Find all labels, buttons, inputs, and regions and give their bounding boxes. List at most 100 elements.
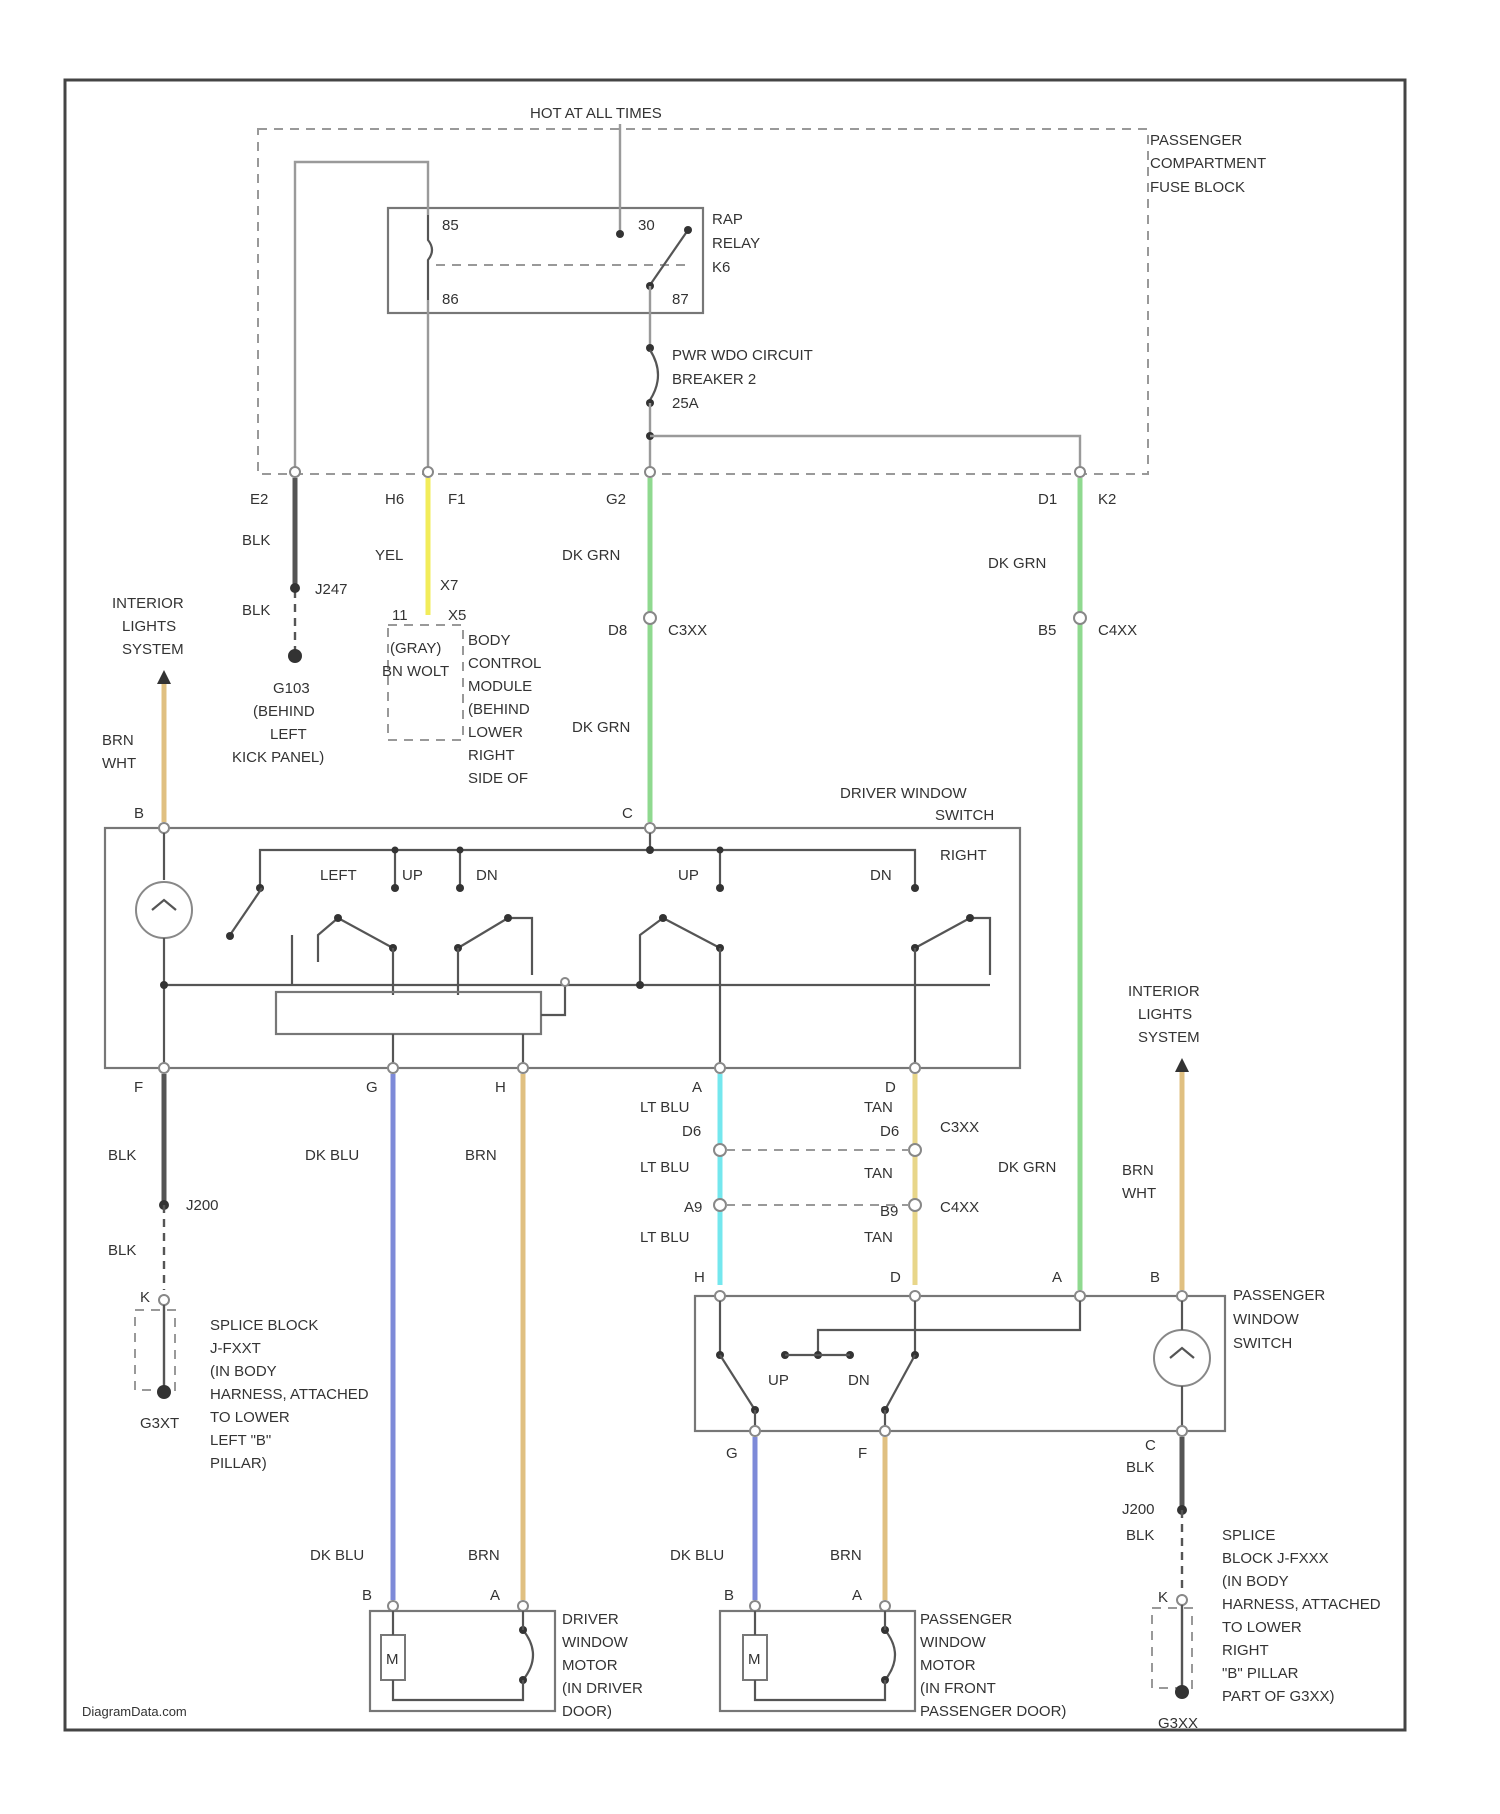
splice-block-passenger: [1152, 1608, 1192, 1688]
bcm-label-left-1: (GRAY): [390, 640, 441, 657]
passenger-motor-label-4: (IN FRONT: [920, 1680, 996, 1697]
interior-lights-2-line2: LIGHTS: [1138, 1006, 1192, 1023]
bcm-pin-x5: X5: [448, 607, 466, 624]
bcm-label-left-2: BN WOLT: [382, 663, 449, 680]
wire-brn-wht-2b: WHT: [1122, 1185, 1156, 1202]
splice-block-passenger-8: PART OF G3XX): [1222, 1688, 1335, 1705]
driver-switch-pin-d: D: [885, 1079, 896, 1096]
cross-wires: LT BLU D6 LT BLU A9 LT BLU TAN D6 C3XX T…: [640, 1074, 1056, 1285]
rap-relay-box: [388, 208, 703, 313]
driver-motor-label-2: WINDOW: [562, 1634, 629, 1651]
passenger-motor-pin-b: B: [724, 1587, 734, 1604]
passenger-pin-b: B: [1150, 1269, 1160, 1286]
fuse-pin-k2: K2: [1098, 491, 1116, 508]
passenger-lower-branch: BLK J200 BLK K G3XX SPLICE BLOCK J-FXXX …: [670, 1437, 1381, 1732]
driver-switch-up-1: UP: [402, 867, 423, 884]
passenger-motor-pin-a: A: [852, 1587, 862, 1604]
driver-motor-breaker-icon: [523, 1630, 533, 1680]
splice-block-driver-1: SPLICE BLOCK: [210, 1317, 318, 1334]
bcm-label-7: SIDE OF: [468, 770, 528, 787]
passenger-switch-label-3: SWITCH: [1233, 1335, 1292, 1352]
passenger-switch-dn: DN: [848, 1372, 870, 1389]
splice-block-passenger-6: RIGHT: [1222, 1642, 1269, 1659]
driver-switch-pin-a: A: [692, 1079, 702, 1096]
wire-dkgrn-center-1: DK GRN: [562, 547, 620, 564]
bcm-pin-x7: X7: [440, 577, 458, 594]
wire-dkgrn-right-1: DK GRN: [988, 555, 1046, 572]
wire-blk-passenger-2: BLK: [1126, 1527, 1154, 1544]
driver-window-motor: B A M DRIVER WINDOW MOTOR (IN DRIVER DOO…: [362, 1587, 643, 1720]
passenger-switch-up: UP: [768, 1372, 789, 1389]
bcm-branch: YEL X7 11 X5 (GRAY) BN WOLT BODY CONTROL…: [375, 478, 541, 787]
wire-tan-1: TAN: [864, 1099, 893, 1116]
conn-b5: B5: [1038, 622, 1056, 639]
breaker-label-2: BREAKER 2: [672, 371, 756, 388]
splice-j200-driver: J200: [186, 1197, 219, 1214]
fuse-pin-g2: G2: [606, 491, 626, 508]
fuse-pin-f1: F1: [448, 491, 466, 508]
driver-motor-m: M: [386, 1651, 399, 1668]
driver-switch-pin-f: F: [134, 1079, 143, 1096]
wire-ltblu-3: LT BLU: [640, 1229, 689, 1246]
splice-block-driver-3: (IN BODY: [210, 1363, 277, 1380]
driver-motor-pin-b: B: [362, 1587, 372, 1604]
ground-g103-4: KICK PANEL): [232, 749, 324, 766]
passenger-pin-k: K: [1158, 1589, 1168, 1606]
circuit-breaker-icon: [650, 350, 658, 400]
splice-block-passenger-3: (IN BODY: [1222, 1573, 1289, 1590]
passenger-pin-g: G: [726, 1445, 738, 1462]
driver-switch-pin-c: C: [622, 805, 633, 822]
fuse-block-label-3: FUSE BLOCK: [1150, 179, 1245, 196]
wire-blk-driver-2: BLK: [108, 1242, 136, 1259]
wire-dkgrn-passenger: DK GRN: [998, 1159, 1056, 1176]
wire-brn-driver-1: BRN: [465, 1147, 497, 1164]
ground-g103-1: G103: [273, 680, 310, 697]
passenger-window-motor: B A M PASSENGER WINDOW MOTOR (IN FRONT P…: [720, 1587, 1066, 1720]
driver-switch-right: RIGHT: [940, 847, 987, 864]
wire-brn-wht-2a: BRN: [1122, 1162, 1154, 1179]
fuse-block-label-1: PASSENGER: [1150, 132, 1242, 149]
wire-ltblu-2: LT BLU: [640, 1159, 689, 1176]
breaker-label-1: PWR WDO CIRCUIT: [672, 347, 813, 364]
wire-blk-left-1: BLK: [242, 532, 270, 549]
splice-block-passenger-1: SPLICE: [1222, 1527, 1275, 1544]
ground-g3xx: G3XX: [1158, 1715, 1198, 1732]
passenger-motor-breaker-icon: [885, 1630, 895, 1680]
rap-relay-label-2: RELAY: [712, 235, 760, 252]
passenger-motor-label-2: WINDOW: [920, 1634, 987, 1651]
passenger-pin-f: F: [858, 1445, 867, 1462]
splice-block-driver-2: J-FXXT: [210, 1340, 261, 1357]
splice-block-passenger-2: BLOCK J-FXXX: [1222, 1550, 1329, 1567]
passenger-pin-d: D: [890, 1269, 901, 1286]
interior-lights-1-line3: SYSTEM: [122, 641, 184, 658]
passenger-switch-box: [695, 1296, 1225, 1431]
driver-switch-left: LEFT: [320, 867, 357, 884]
center-dkgrn-branch: DK GRN D8 C3XX DK GRN: [562, 478, 707, 822]
bcm-label-5: LOWER: [468, 724, 523, 741]
breaker-label-3: 25A: [672, 395, 699, 412]
driver-motor-pin-a: A: [490, 1587, 500, 1604]
fuse-pin-d1: D1: [1038, 491, 1057, 508]
driver-switch-module: [276, 992, 541, 1034]
ground-g103-3: LEFT: [270, 726, 307, 743]
wire-dkgrn-center-2: DK GRN: [572, 719, 630, 736]
splice-j200-passenger: J200: [1122, 1501, 1155, 1518]
wire-brn-wht-1a: BRN: [102, 732, 134, 749]
interior-lights-1-line2: LIGHTS: [122, 618, 176, 635]
wire-brn-wht-1b: WHT: [102, 755, 136, 772]
diagram-frame: [65, 80, 1405, 1730]
splice-j247: J247: [315, 581, 348, 598]
driver-switch-dn-1: DN: [476, 867, 498, 884]
ltblu-pin-d6: D6: [682, 1123, 701, 1140]
fuse-block-label-2: COMPARTMENT: [1150, 155, 1266, 172]
driver-motor-label-1: DRIVER: [562, 1611, 619, 1628]
driver-window-switch: DRIVER WINDOW SWITCH B C LEFT UP DN UP D…: [105, 785, 1020, 1096]
driver-lower-branch: BLK J200 BLK K G3XT SPLICE BLOCK J-FXXT …: [108, 1074, 523, 1600]
passenger-motor-label-3: MOTOR: [920, 1657, 976, 1674]
interior-lights-1-line1: INTERIOR: [112, 595, 184, 612]
relay-pin-86: 86: [442, 291, 459, 308]
splice-block-driver-4: HARNESS, ATTACHED: [210, 1386, 369, 1403]
driver-motor-label-5: DOOR): [562, 1703, 612, 1720]
driver-pin-k: K: [140, 1289, 150, 1306]
